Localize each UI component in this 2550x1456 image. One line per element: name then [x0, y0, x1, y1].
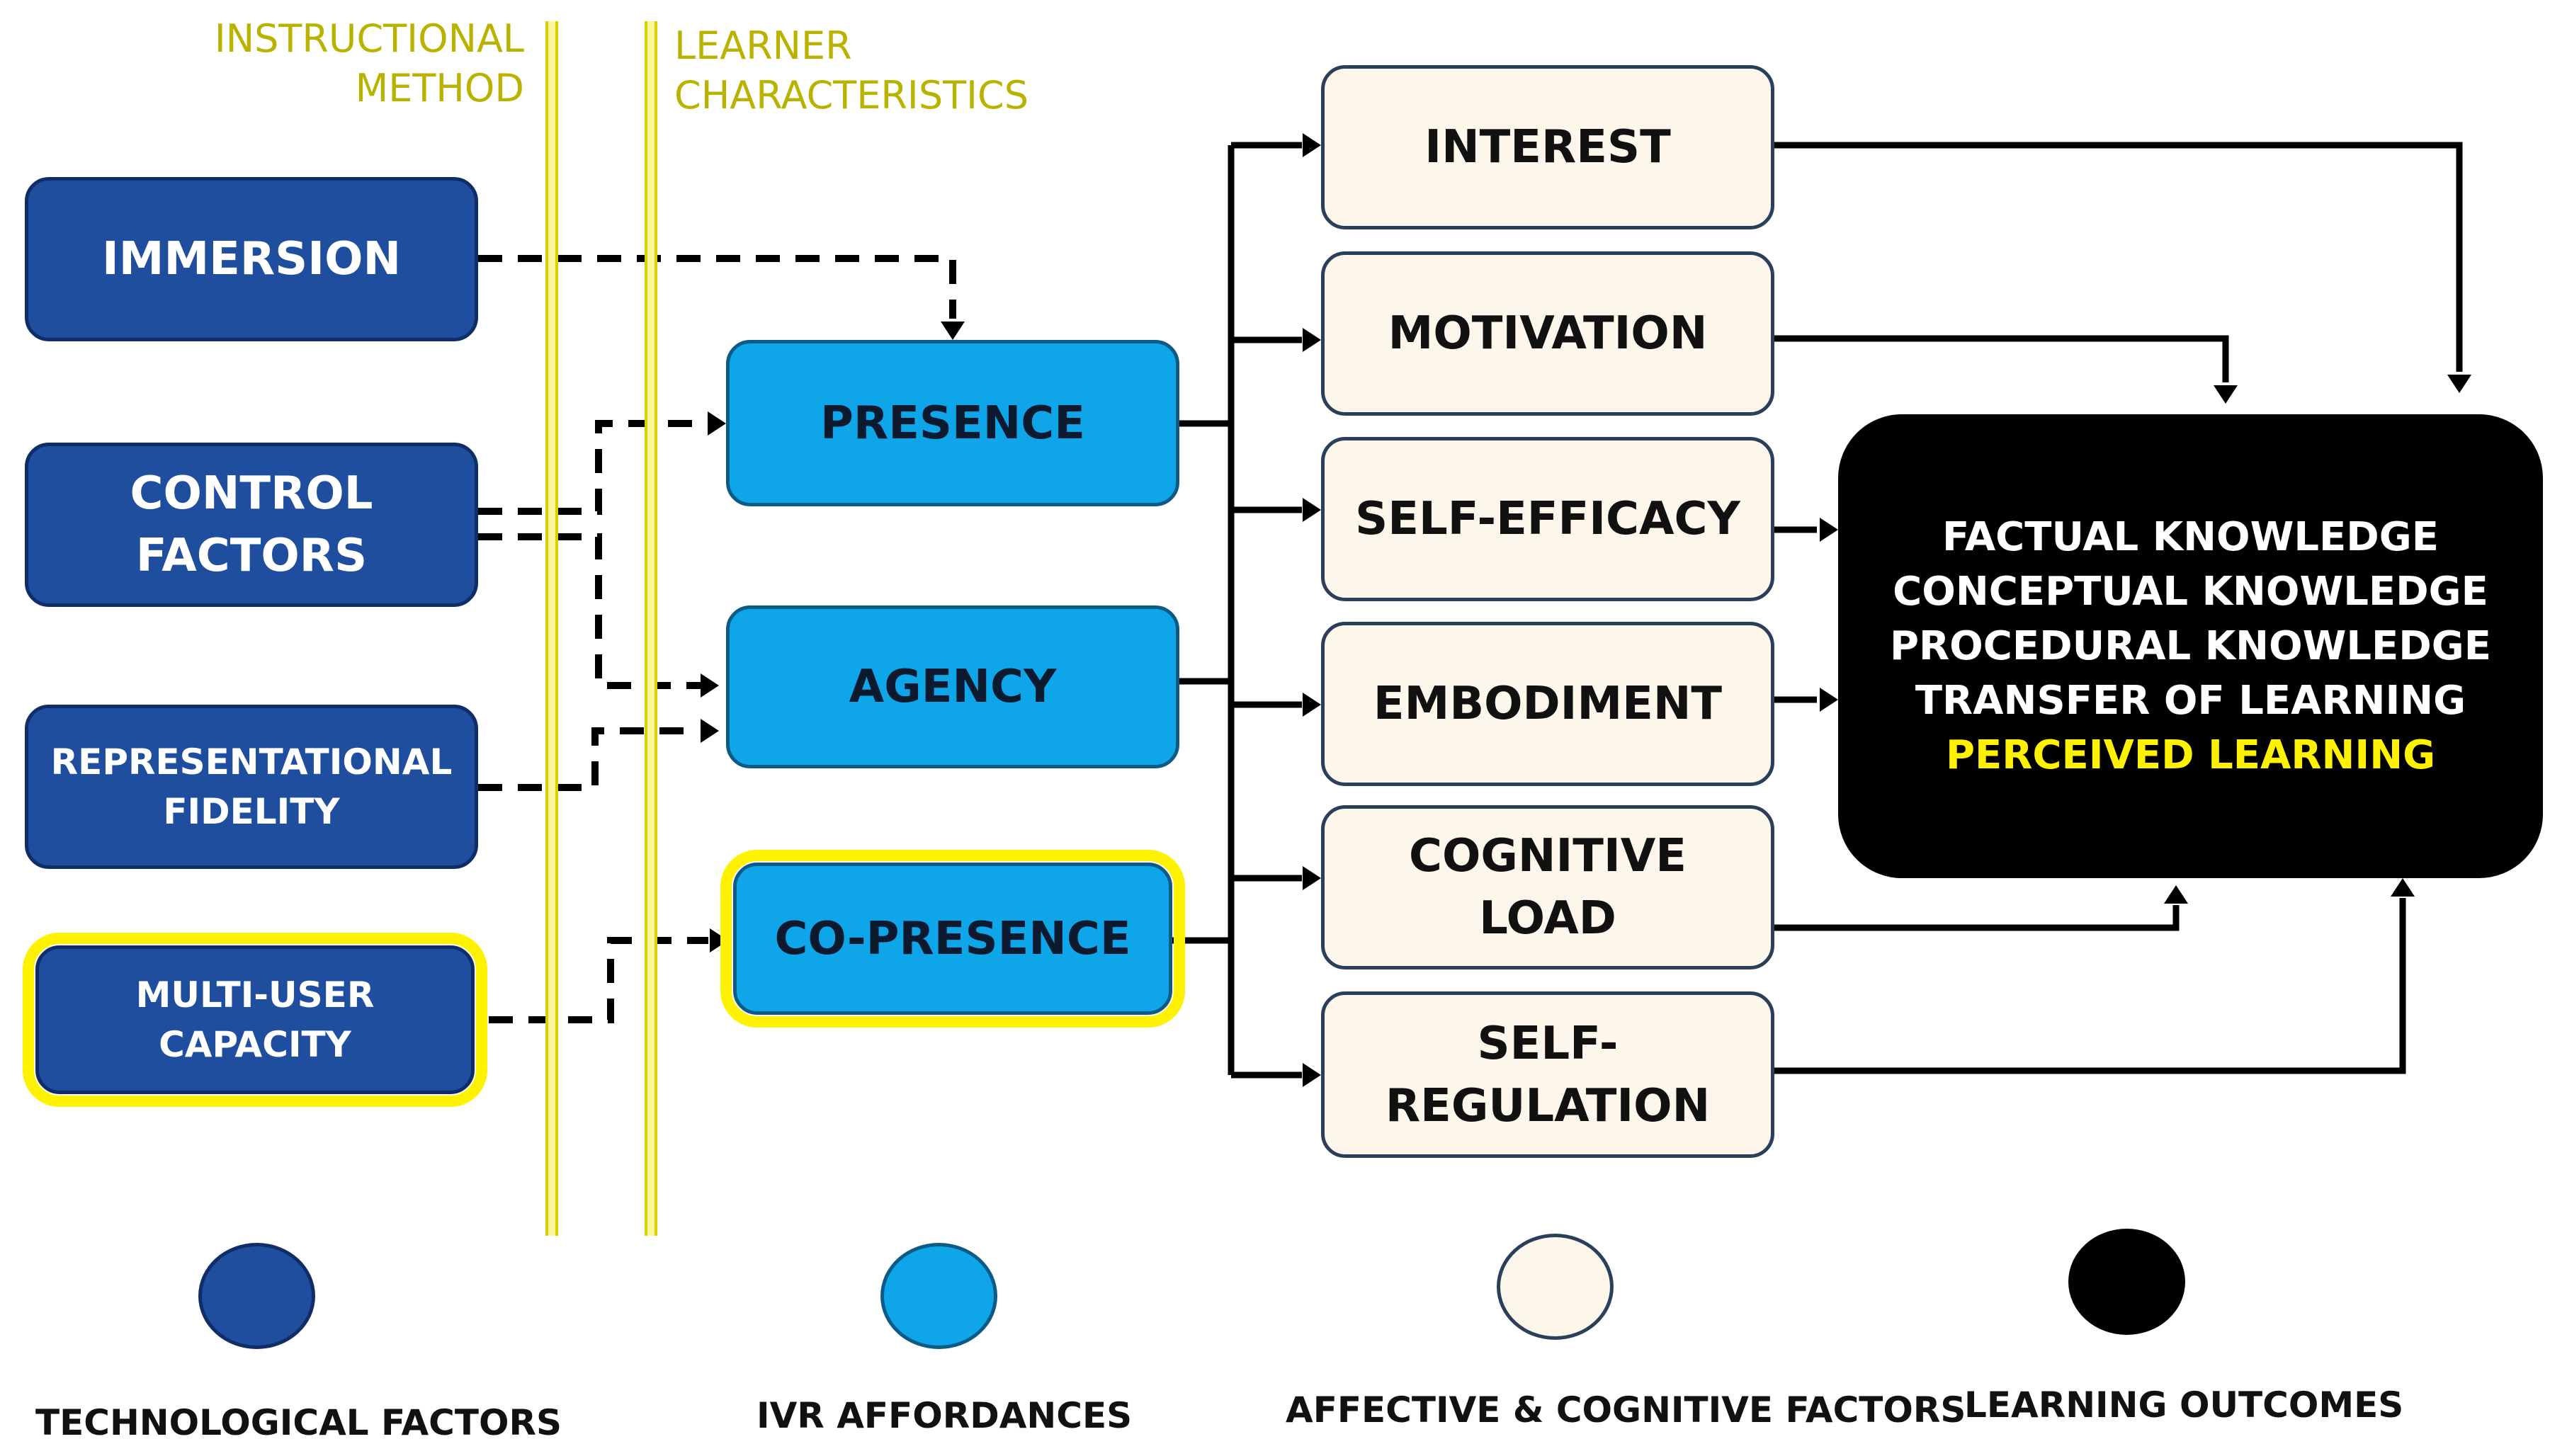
node-self-regulation: SELF- REGULATION: [1321, 991, 1774, 1158]
legend-label-technological: TECHNOLOGICAL FACTORS: [35, 1402, 562, 1443]
arrowhead-bus-self-regulation: [1303, 1063, 1321, 1087]
node-presence: PRESENCE: [726, 340, 1179, 506]
learner-characteristics-bar: [645, 21, 657, 1236]
node-representational-fidelity: REPRESENTATIONAL FIDELITY: [25, 705, 478, 869]
node-self-efficacy: SELF-EFFICACY: [1321, 437, 1774, 601]
legend-label-affective-cognitive: AFFECTIVE & COGNITIVE FACTORS: [1286, 1389, 1966, 1431]
connector-interest-outcomes: [1774, 142, 2463, 372]
connector-fidelity-agency: [478, 727, 698, 791]
node-cognitive-load: COGNITIVE LOAD: [1321, 805, 1774, 969]
column-label-instructional-method: INSTRUCTIONAL METHOD: [214, 16, 524, 110]
node-co-presence: CO-PRESENCE: [720, 850, 1185, 1028]
legend-label-outcomes: LEARNING OUTCOMES: [1964, 1384, 2404, 1426]
connector-multiuser-copresence: [489, 937, 708, 1023]
node-agency: AGENCY: [726, 605, 1179, 768]
arrowhead-motivation-outcomes: [2214, 385, 2238, 404]
connector-motivation-outcomes: [1774, 335, 2229, 382]
node-interest: INTEREST: [1321, 65, 1774, 229]
perceived-learning-text: PERCEIVED LEARNING: [1945, 732, 2436, 778]
arrowhead-multiuser-copresence: [710, 928, 728, 952]
legend-label-affordances: IVR AFFORDANCES: [756, 1395, 1133, 1436]
connector-cogload-outcomes: [1774, 905, 2180, 931]
node-motivation: MOTIVATION: [1321, 251, 1774, 416]
arrowhead-bus-interest: [1303, 133, 1321, 157]
legend-dot-affective-cognitive: [1497, 1234, 1614, 1340]
arrowhead-control-agency: [701, 673, 719, 698]
instructional-method-bar: [545, 21, 558, 1236]
legend-dot-affordances: [880, 1243, 997, 1349]
arrowhead-bus-cognitive-load: [1303, 866, 1321, 890]
arrowhead-immersion-presence: [941, 322, 965, 340]
legend-dot-technological: [198, 1243, 315, 1349]
arrowhead-selfefficacy-outcomes: [1820, 518, 1838, 542]
arrowhead-interest-outcomes: [2447, 375, 2471, 393]
node-control-factors: CONTROL FACTORS: [25, 443, 478, 607]
arrowhead-embodiment-outcomes: [1820, 688, 1838, 712]
legend-dot-outcomes: [2068, 1229, 2185, 1335]
arrowhead-bus-embodiment: [1303, 693, 1321, 717]
arrowhead-fidelity-agency: [701, 719, 719, 743]
node-learning-outcomes: FACTUAL KNOWLEDGE CONCEPTUAL KNOWLEDGE P…: [1838, 414, 2543, 878]
connector-control-presence: [478, 420, 705, 515]
arrowhead-selfreg-outcomes: [2391, 878, 2415, 897]
column-label-learner-characteristics: LEARNER CHARACTERISTICS: [674, 23, 1029, 118]
arrowhead-bus-motivation: [1303, 328, 1321, 352]
node-multi-user-capacity: MULTI-USER CAPACITY: [23, 933, 487, 1107]
node-embodiment: EMBODIMENT: [1321, 622, 1774, 786]
arrowhead-bus-self-efficacy: [1303, 498, 1321, 522]
connector-selfreg-outcomes: [1774, 898, 2406, 1074]
arrowhead-cogload-outcomes: [2164, 885, 2188, 904]
node-immersion: IMMERSION: [25, 177, 478, 341]
arrowhead-control-presence: [708, 411, 726, 436]
connector-control-agency: [478, 533, 705, 689]
